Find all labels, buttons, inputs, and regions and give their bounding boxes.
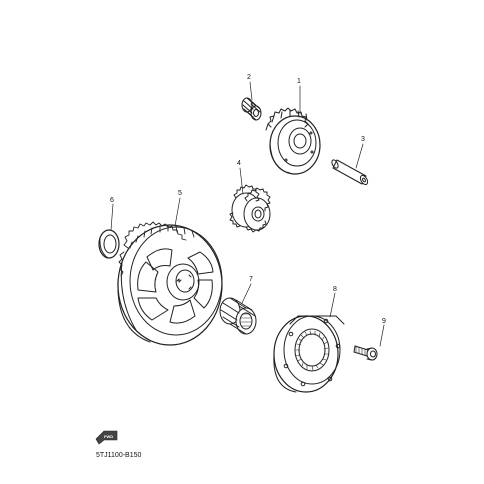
callout-7: 7: [249, 276, 253, 283]
idle-gear-icon: [229, 184, 271, 233]
callout-labels: 2 1 3 4 5 6 7 8 9: [110, 74, 386, 325]
callout-8: 8: [333, 286, 337, 293]
starter-idle-gear-icon: [265, 107, 321, 175]
callout-1: 1: [297, 78, 301, 85]
bearing-icon: [219, 297, 257, 335]
shaft-icon: [331, 159, 369, 186]
callout-4: 4: [237, 160, 241, 167]
front-badge-label: FWD: [104, 434, 113, 439]
callout-5: 5: [178, 190, 182, 197]
leader-lines: [110, 81, 385, 347]
drawing-code: 5TJ1100-B150: [96, 452, 142, 459]
callout-9: 9: [382, 318, 386, 325]
callout-2: 2: [247, 74, 251, 81]
starter-wheel-gear-icon: [117, 221, 223, 346]
washer-icon: [98, 229, 120, 259]
starter-clutch-icon: [273, 315, 345, 393]
needle-bearing-icon: [241, 97, 262, 121]
bolt-icon: [353, 345, 378, 361]
callout-6: 6: [110, 197, 114, 204]
front-direction-icon: FWD: [95, 430, 118, 445]
callout-3: 3: [361, 136, 365, 143]
